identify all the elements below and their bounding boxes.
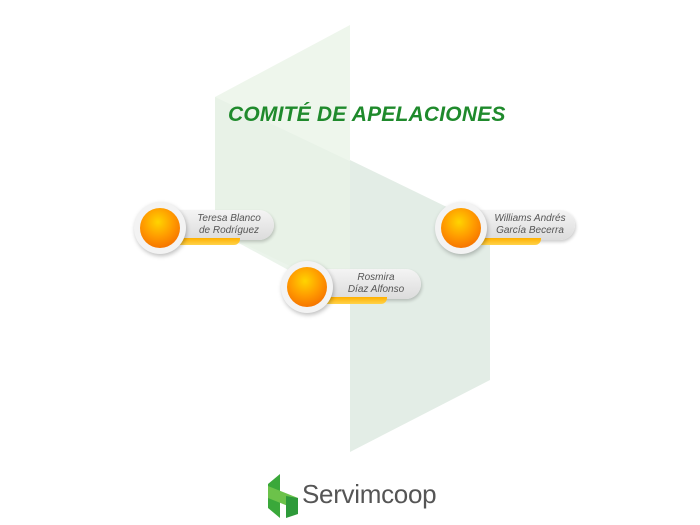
- orange-ball-icon: [441, 208, 481, 248]
- brand-name: Servimcoop: [302, 479, 437, 509]
- page-title: COMITÉ DE APELACIONES: [228, 103, 506, 126]
- avatar: [435, 202, 487, 254]
- accent-bar: [172, 238, 240, 245]
- servimcoop-logo-icon: [268, 474, 298, 518]
- accent-bar: [473, 238, 541, 245]
- accent-bar: [319, 297, 387, 304]
- avatar: [281, 261, 333, 313]
- orange-ball-icon: [140, 208, 180, 248]
- avatar: [134, 202, 186, 254]
- orange-ball-icon: [287, 267, 327, 307]
